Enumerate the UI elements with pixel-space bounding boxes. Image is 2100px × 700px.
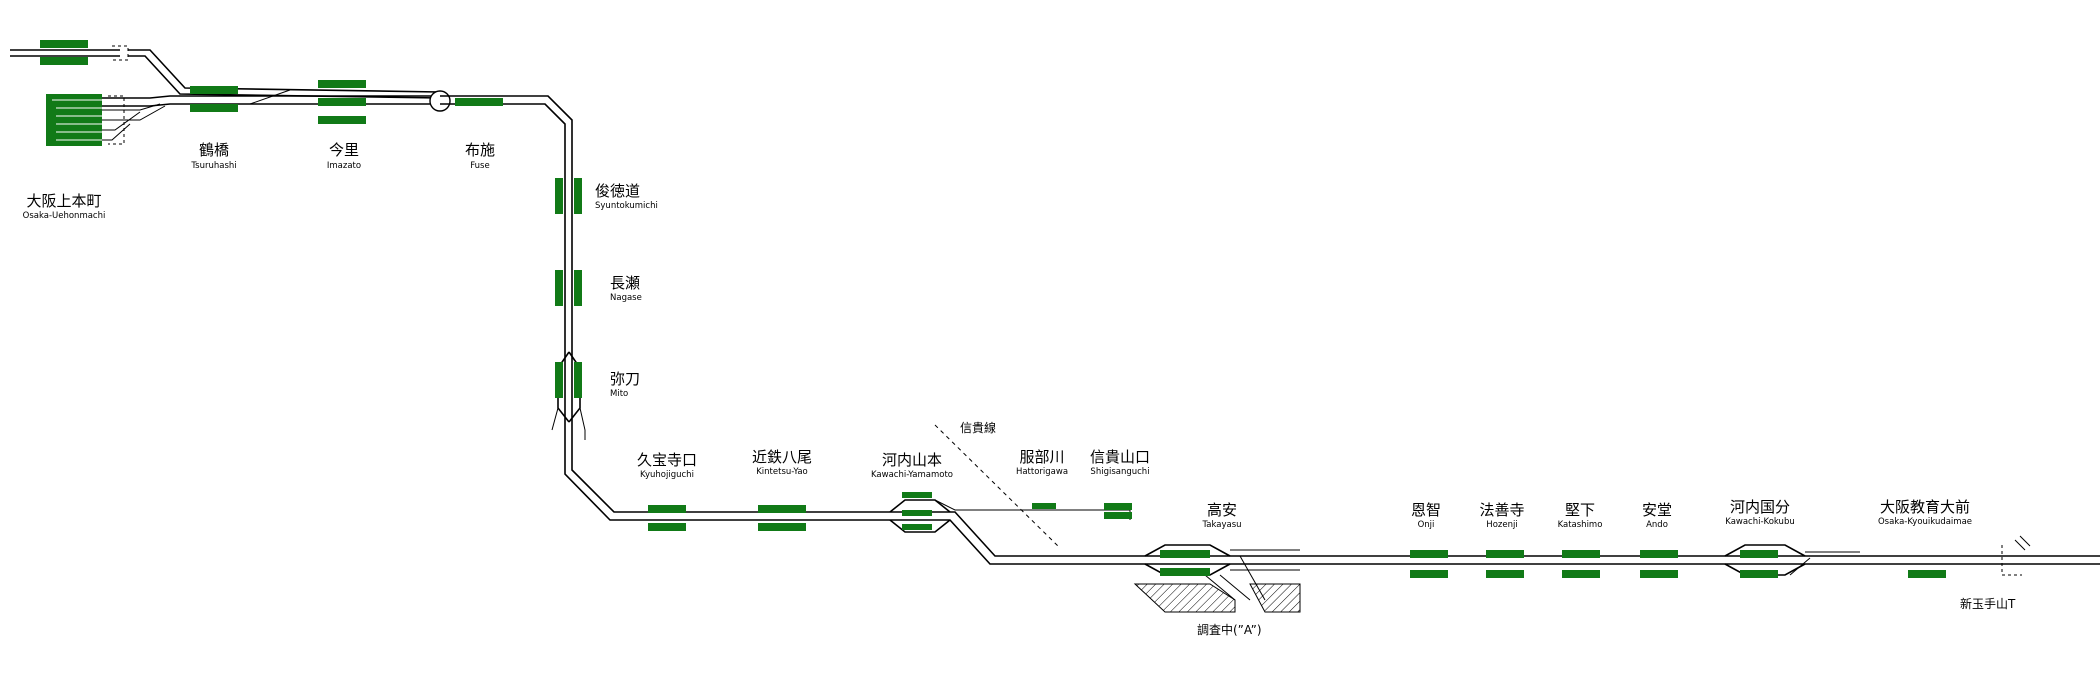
uehonmachi-platform-block [46, 94, 102, 146]
platform-kyuhojiguchi-2 [648, 523, 686, 531]
station-romaji-kyuhojiguchi: Kyuhojiguchi [640, 470, 694, 480]
platform-osaka-kyoikudaimae-1 [1908, 570, 1946, 578]
station-name-shigisanguchi: 信貴山口 [1090, 448, 1150, 466]
station-romaji-takayasu: Takayasu [1201, 520, 1241, 530]
platform-hozenji-2 [1486, 570, 1524, 578]
station-name-osaka-kyoikudaimae: 大阪教育大前 [1880, 498, 1970, 516]
platform-kawachi-kokubu-2 [1740, 570, 1778, 578]
station-name-imazato: 今里 [329, 141, 359, 159]
station-romaji-osaka-uehonmachi: Osaka-Uehonmachi [23, 211, 106, 221]
station-romaji-katashimo: Katashimo [1558, 520, 1603, 530]
platform-nagase-1 [555, 270, 563, 306]
station-romaji-tsuruhashi: Tsuruhashi [190, 161, 236, 171]
platform-syuntokumichi-2 [574, 178, 582, 214]
platform-kawachi-yamamoto-2 [902, 510, 932, 516]
station-romaji-fuse: Fuse [470, 161, 489, 171]
station-name-hattorigawa: 服部川 [1019, 448, 1064, 466]
platform-mito-1 [555, 362, 563, 398]
station-name-syuntokumichi: 俊徳道 [595, 182, 640, 200]
platform-kintetsu-yao-1 [758, 505, 806, 513]
platform-osaka-uehonmachi-2 [40, 57, 88, 65]
platform-tsuruhashi-1 [190, 86, 238, 94]
station-romaji-kawachi-yamamoto: Kawachi-Yamamoto [871, 470, 953, 480]
station-name-takayasu: 高安 [1207, 501, 1237, 519]
station-name-onji: 恩智 [1411, 501, 1441, 519]
platform-takayasu-2 [1160, 568, 1210, 576]
station-romaji-nagase: Nagase [610, 293, 642, 303]
station-name-kawachi-kokubu: 河内国分 [1730, 498, 1790, 516]
platform-takayasu-1 [1160, 550, 1210, 558]
platform-kawachi-yamamoto-1 [902, 492, 932, 498]
platform-tsuruhashi-2 [190, 104, 238, 112]
station-romaji-kintetsu-yao: Kintetsu-Yao [756, 467, 808, 477]
platform-shigisanguchi-1 [1104, 503, 1132, 510]
station-romaji-hozenji: Hozenji [1486, 520, 1517, 530]
platform-onji-1 [1410, 550, 1448, 558]
platform-imazato-2 [318, 98, 366, 106]
station-romaji-osaka-kyoikudaimae: Osaka-Kyouikudaimae [1878, 517, 1972, 527]
station-name-hozenji: 法善寺 [1479, 501, 1524, 519]
platform-onji-2 [1410, 570, 1448, 578]
station-name-ando: 安堂 [1642, 501, 1672, 519]
shin-tamateyama-label: 新玉手山T [1960, 596, 2016, 611]
platform-fuse-1 [455, 98, 503, 106]
depot-label: 調査中(”A”) [1197, 622, 1262, 637]
station-name-osaka-uehonmachi: 大阪上本町 [26, 192, 101, 210]
platform-ando-1 [1640, 550, 1678, 558]
station-name-kintetsu-yao: 近鉄八尾 [752, 448, 812, 466]
platforms [40, 40, 1946, 578]
platform-nagase-2 [574, 270, 582, 306]
platform-kyuhojiguchi-1 [648, 505, 686, 513]
station-name-fuse: 布施 [465, 141, 495, 159]
platform-syuntokumichi-1 [555, 178, 563, 214]
station-name-nagase: 長瀬 [610, 274, 640, 292]
platform-mito-2 [574, 362, 582, 398]
station-romaji-kawachi-kokubu: Kawachi-Kokubu [1725, 517, 1794, 527]
platform-katashimo-2 [1562, 570, 1600, 578]
station-name-kawachi-yamamoto: 河内山本 [882, 451, 942, 469]
platform-osaka-uehonmachi-1 [40, 40, 88, 48]
station-name-kyuhojiguchi: 久宝寺口 [637, 451, 697, 469]
station-name-katashimo: 堅下 [1565, 501, 1595, 519]
station-romaji-imazato: Imazato [327, 161, 361, 171]
station-romaji-syuntokumichi: Syuntokumichi [595, 201, 658, 211]
platform-hattorigawa-1 [1032, 503, 1056, 509]
station-name-tsuruhashi: 鶴橋 [199, 141, 229, 159]
station-romaji-ando: Ando [1646, 520, 1668, 530]
platform-ando-2 [1640, 570, 1678, 578]
station-romaji-hattorigawa: Hattorigawa [1016, 467, 1068, 477]
depot-hatched-area [1133, 583, 1301, 613]
station-romaji-shigisanguchi: Shigisanguchi [1090, 467, 1149, 477]
platform-hozenji-1 [1486, 550, 1524, 558]
platform-kawachi-yamamoto-3 [902, 524, 932, 530]
platform-shigisanguchi-2 [1104, 512, 1132, 519]
station-romaji-mito: Mito [610, 389, 628, 399]
platform-kintetsu-yao-2 [758, 523, 806, 531]
station-romaji-onji: Onji [1418, 520, 1435, 530]
platform-katashimo-1 [1562, 550, 1600, 558]
platform-kawachi-kokubu-1 [1740, 550, 1778, 558]
shigi-line-label: 信貴線 [960, 420, 996, 435]
platform-imazato-1 [318, 80, 366, 88]
station-name-mito: 弥刀 [610, 370, 640, 388]
platform-imazato-3 [318, 116, 366, 124]
